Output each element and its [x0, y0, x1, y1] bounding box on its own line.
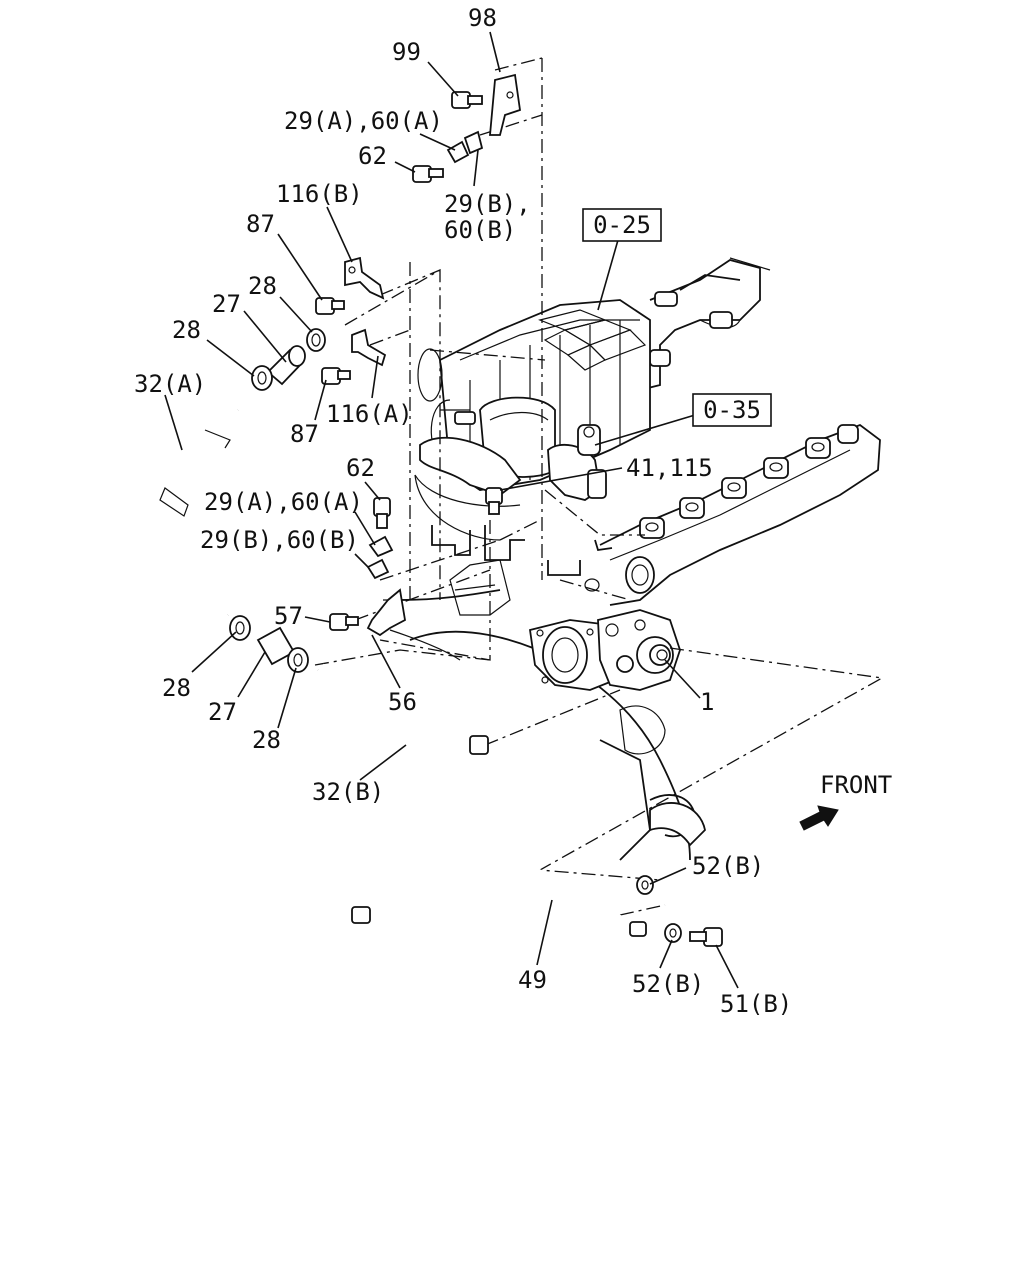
callout-116a[interactable]: 116(A) [326, 400, 413, 428]
callout-62-top[interactable]: 62 [358, 142, 387, 170]
callout-28-left[interactable]: 28 [172, 316, 201, 344]
callout-52b-bottom[interactable]: 52(B) [632, 970, 704, 998]
pump-assembly [528, 609, 681, 691]
center-brackets [431, 525, 613, 576]
hose-32a [138, 404, 245, 625]
callout-labels: 98 99 29(A),60(A) 62 29(B), 60(B) 116(B)… [134, 4, 792, 1018]
front-label: FRONT [820, 771, 892, 799]
callout-116b[interactable]: 116(B) [276, 180, 363, 208]
reference-0-35-label: 0-35 [703, 396, 761, 424]
leader-lines [164, 31, 739, 989]
callout-99[interactable]: 99 [392, 38, 421, 66]
callout-28-bottom-2[interactable]: 28 [252, 726, 281, 754]
callout-52b-top[interactable]: 52(B) [692, 852, 764, 880]
hose-32b [312, 663, 489, 761]
reference-box-0-35[interactable]: 0-35 [692, 393, 772, 427]
turbo-elbow [414, 396, 607, 541]
callout-41-115[interactable]: 41,115 [626, 454, 713, 482]
callout-29a-60a-top[interactable]: 29(A),60(A) [284, 107, 443, 135]
pipe-49 [351, 803, 647, 937]
outlet-elbow [649, 802, 706, 847]
callout-60b-top-line2[interactable]: 60(B) [444, 216, 516, 244]
upper-right-pipes [639, 257, 771, 391]
callout-32a[interactable]: 32(A) [134, 370, 206, 398]
small-parts [229, 73, 723, 947]
callout-28-bottom-1[interactable]: 28 [162, 674, 191, 702]
callout-87-bottom[interactable]: 87 [290, 420, 319, 448]
callout-51b[interactable]: 51(B) [720, 990, 792, 1018]
callout-29a-60a-mid[interactable]: 29(A),60(A) [204, 488, 363, 516]
callout-32b[interactable]: 32(B) [312, 778, 384, 806]
reference-0-25-label: 0-25 [593, 211, 651, 239]
reference-box-0-25[interactable]: 0-25 [582, 208, 662, 242]
callout-27-top[interactable]: 27 [212, 290, 241, 318]
callout-29b-top-line1[interactable]: 29(B), [444, 190, 531, 218]
exhaust-manifold [584, 423, 881, 606]
callout-49[interactable]: 49 [518, 966, 547, 994]
engine-drawing [389, 257, 881, 861]
front-indicator: FRONT [799, 771, 892, 831]
callout-62-mid[interactable]: 62 [346, 454, 375, 482]
callout-27-bottom[interactable]: 27 [208, 698, 237, 726]
callout-57[interactable]: 57 [274, 602, 303, 630]
callout-28-top[interactable]: 28 [248, 272, 277, 300]
callout-87-top[interactable]: 87 [246, 210, 275, 238]
arrow-right-icon [799, 805, 839, 831]
callout-29b-60b-mid[interactable]: 29(B),60(B) [200, 526, 359, 554]
dash-dot-lines [314, 57, 884, 916]
callout-98[interactable]: 98 [468, 4, 497, 32]
callout-56[interactable]: 56 [388, 688, 417, 716]
callout-1[interactable]: 1 [700, 688, 714, 716]
